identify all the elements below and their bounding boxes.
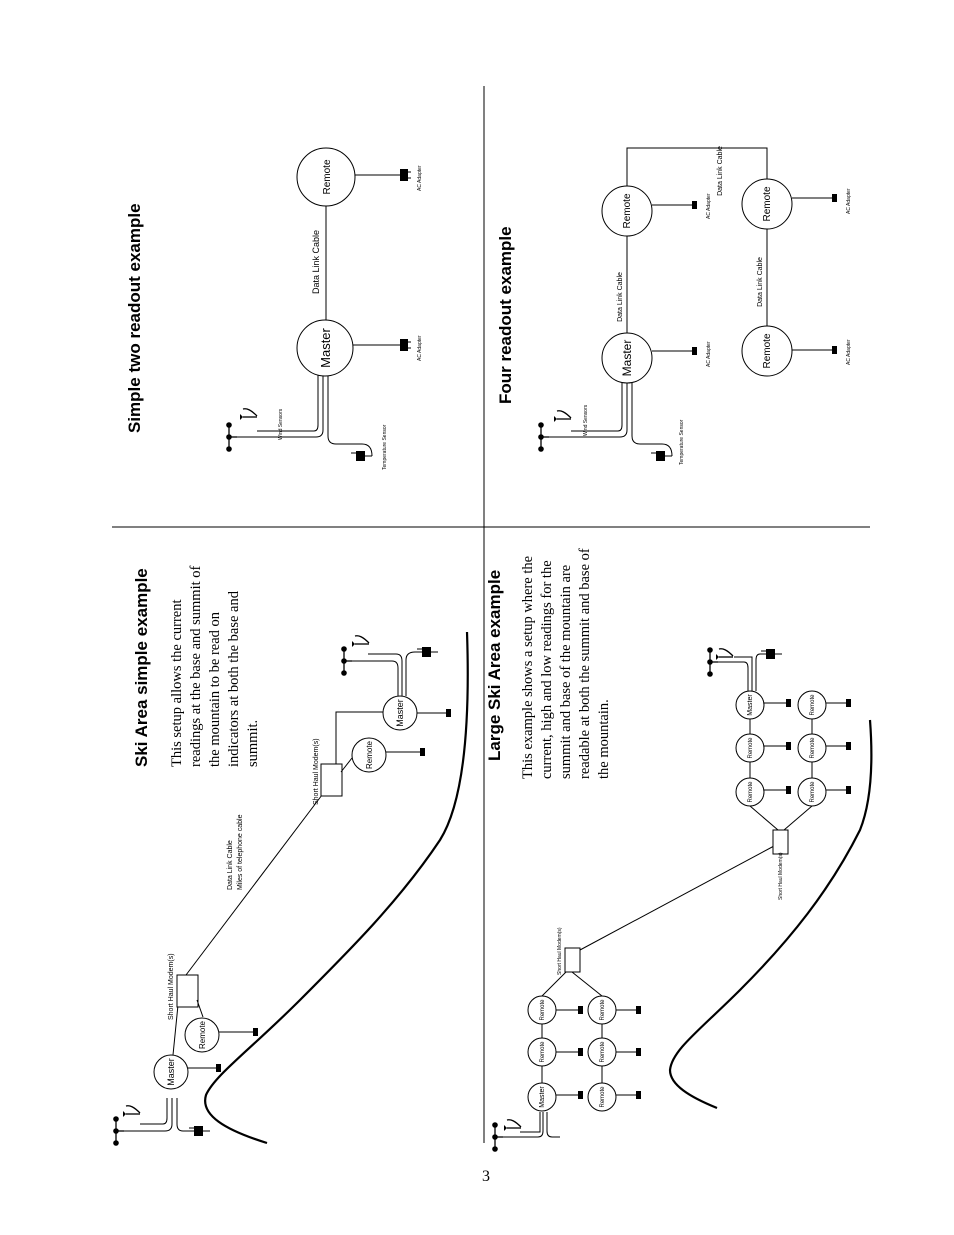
description-line: readings at the base and summit of — [188, 565, 204, 767]
remote-label: Remote — [600, 1086, 606, 1108]
master-label: Master — [318, 327, 333, 367]
description-line: summit. — [245, 720, 261, 767]
ski-simple-description: This setup allows the current readings a… — [169, 565, 261, 767]
telephone-cable-label: Miles of telephone cable — [237, 814, 244, 890]
four-readout-title: Four readout example — [496, 226, 515, 404]
temperature-sensor-icon — [350, 450, 373, 462]
remote-label: Remote — [810, 781, 816, 803]
remote-label: Remote — [762, 333, 773, 368]
description-line: current, high and low readings for the — [539, 560, 555, 779]
description-line: This setup allows the current — [169, 599, 185, 767]
remote-label: Remote — [810, 694, 816, 716]
data-link-cable-label: Data Link Cable — [717, 146, 724, 196]
remote-label: Remote — [540, 1041, 546, 1063]
data-link-cable-label: Data Link Cable — [227, 840, 234, 890]
ac-adapter-label: AC Adapter — [846, 188, 852, 214]
description-line: indicators at both the base and — [226, 590, 242, 767]
remote-label: Remote — [810, 737, 816, 759]
description-line: This example shows a setup where the — [520, 556, 536, 779]
ac-adapter-icon — [415, 747, 426, 757]
ac-adapter-icon — [687, 200, 698, 210]
master-label: Master — [166, 1058, 176, 1086]
ac-adapter-icon — [248, 1027, 259, 1037]
ac-adapter-icon — [393, 168, 412, 182]
ac-adapter-icon — [211, 1063, 222, 1073]
simple-two-diagram: Simple two readout example Wind Sensors … — [125, 147, 423, 470]
ski-simple-diagram: Ski Area simple example This setup allow… — [112, 565, 469, 1147]
master-label: Master — [620, 340, 634, 377]
ac-adapter-icon — [441, 708, 452, 718]
short-haul-modem — [320, 763, 343, 797]
short-haul-modem-label: Short Haul Modem(s) — [168, 953, 175, 1020]
temperature-sensor-icon — [650, 450, 673, 462]
remote-label: Remote — [748, 781, 754, 803]
ac-adapter-icon — [827, 345, 838, 355]
temperature-sensor-label: Temperature Sensor — [679, 419, 685, 465]
simple-two-title: Simple two readout example — [125, 203, 144, 433]
remote-label: Remote — [748, 737, 754, 759]
remote-label: Remote — [365, 740, 374, 769]
wind-sensors-label: Wind Sensors — [278, 408, 284, 440]
short-haul-modem-label: Short Haul Modem(s) — [313, 738, 320, 805]
ac-adapter-label: AC Adapter — [846, 339, 852, 365]
quadrant-dividers — [112, 86, 870, 1143]
data-link-cable-label: Data Link Cable — [757, 257, 764, 307]
four-readout-diagram: Four readout example Wind Sensors Temper… — [496, 146, 852, 465]
ac-adapter-label: AC Adapter — [417, 165, 423, 191]
temperature-sensor-label: Temperature Sensor — [382, 424, 388, 470]
remote-circle — [184, 1017, 220, 1053]
data-link-cable-label: Data Link Cable — [617, 272, 624, 322]
remote-label: Remote — [762, 186, 773, 221]
wind-sensor-icon — [491, 1119, 522, 1153]
large-ski-title: Large Ski Area example — [485, 570, 504, 761]
large-ski-description: This example shows a setup where the cur… — [520, 548, 612, 779]
description-line: summit and base of the mountain are — [558, 565, 574, 779]
wind-sensor-icon — [112, 1105, 141, 1147]
short-haul-modem — [176, 974, 199, 1008]
short-haul-modem-label: Short Haul Modem(s) — [778, 852, 784, 900]
ac-adapter-label: AC Adapter — [706, 193, 712, 219]
master-circle — [153, 1054, 189, 1090]
large-ski-diagram: Large Ski Area example This example show… — [485, 548, 873, 1153]
wind-sensor-icon — [225, 408, 258, 453]
mountain-outline — [204, 631, 469, 1145]
short-haul-modem — [564, 947, 581, 973]
wind-sensors-label: Wind Sensors — [583, 404, 589, 436]
short-haul-modem — [772, 829, 789, 855]
ac-adapter-label: AC Adapter — [417, 335, 423, 361]
wind-sensor-icon — [340, 635, 370, 677]
master-circle — [296, 319, 354, 377]
ac-adapter-icon — [393, 338, 412, 352]
remote-circle — [351, 737, 387, 773]
mountain-outline — [668, 719, 873, 1110]
data-link-cable-label: Data Link Cable — [311, 230, 321, 294]
ski-simple-title: Ski Area simple example — [132, 568, 151, 767]
master-label: Master — [747, 694, 754, 716]
ac-adapter-icon — [827, 193, 838, 203]
ac-adapter-label: AC Adapter — [706, 341, 712, 367]
remote-label: Remote — [600, 999, 606, 1021]
description-line: the mountain. — [596, 699, 612, 779]
description-line: readable at both the summit and base of — [577, 548, 593, 779]
remote-label: Remote — [322, 159, 333, 194]
master-label: Master — [395, 699, 405, 727]
remote-label: Remote — [622, 193, 633, 228]
page-number: 3 — [482, 1168, 490, 1185]
remote-label: Remote — [600, 1041, 606, 1063]
ac-adapter-icon — [687, 346, 698, 356]
wind-sensor-icon — [537, 410, 572, 453]
description-line: the mountain to be read on — [207, 611, 223, 767]
short-haul-modem-label: Short Haul Modem(s) — [557, 927, 563, 975]
remote-label: Remote — [198, 1020, 207, 1049]
remote-label: Remote — [540, 999, 546, 1021]
master-label: Master — [539, 1086, 546, 1108]
